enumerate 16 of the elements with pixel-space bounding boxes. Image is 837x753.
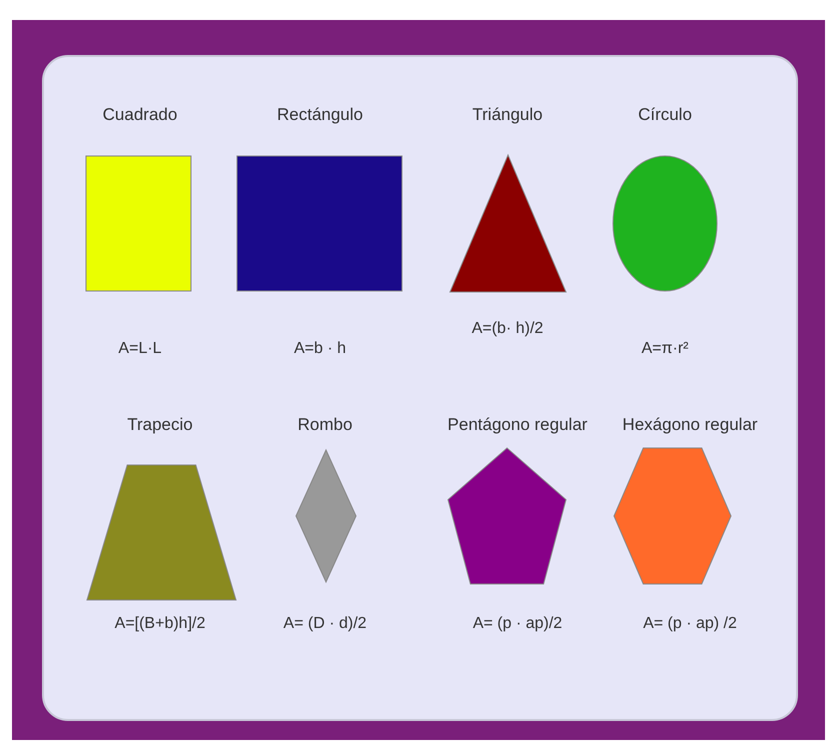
area-formula: A= (p · ap) /2 — [642, 615, 738, 633]
area-formula: A=[(B+b)h]/2 — [114, 615, 206, 633]
shape-name: Hexágono regular — [621, 415, 759, 435]
area-formula: A=L·L — [117, 340, 163, 358]
shape-name: Rectángulo — [276, 105, 364, 125]
area-formula: A= (D · d)/2 — [282, 615, 368, 633]
shape-name: Rombo — [296, 415, 354, 435]
area-formula: A=b · h — [292, 340, 348, 358]
shape-name: Pentágono regular — [446, 415, 588, 435]
area-formula: A= (p · ap)/2 — [472, 615, 564, 633]
shape-name: Trapecio — [126, 415, 194, 435]
area-formula: A=(b· h)/2 — [470, 320, 544, 338]
shape-name: Círculo — [637, 105, 693, 125]
area-formula: A=π·r² — [640, 340, 690, 358]
shape-name: Triángulo — [471, 105, 544, 125]
shape-name: Cuadrado — [102, 105, 178, 125]
